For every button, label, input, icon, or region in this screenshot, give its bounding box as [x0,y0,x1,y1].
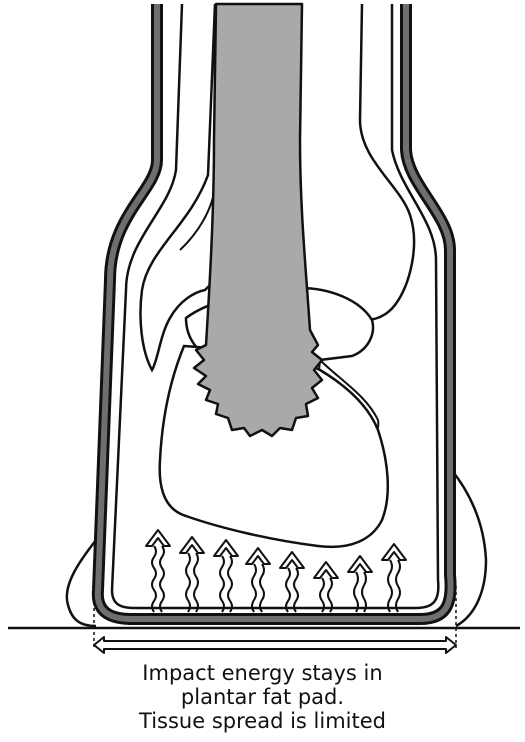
caption-line-1: Impact energy stays in [0,661,525,685]
energy-arrow-icon [314,562,338,612]
energy-arrow-icon [280,552,304,612]
energy-arrow-icon [382,544,406,612]
energy-arrow-icon [214,540,238,612]
impact-energy-arrows [146,530,406,612]
energy-arrow-icon [348,556,372,612]
energy-arrow-icon [246,548,270,612]
spread-double-arrow-icon [94,637,456,653]
energy-arrow-icon [180,537,204,612]
energy-arrow-icon [146,530,170,612]
caption-line-2: plantar fat pad. [0,685,525,709]
caption-line-3: Tissue spread is limited [0,709,525,733]
